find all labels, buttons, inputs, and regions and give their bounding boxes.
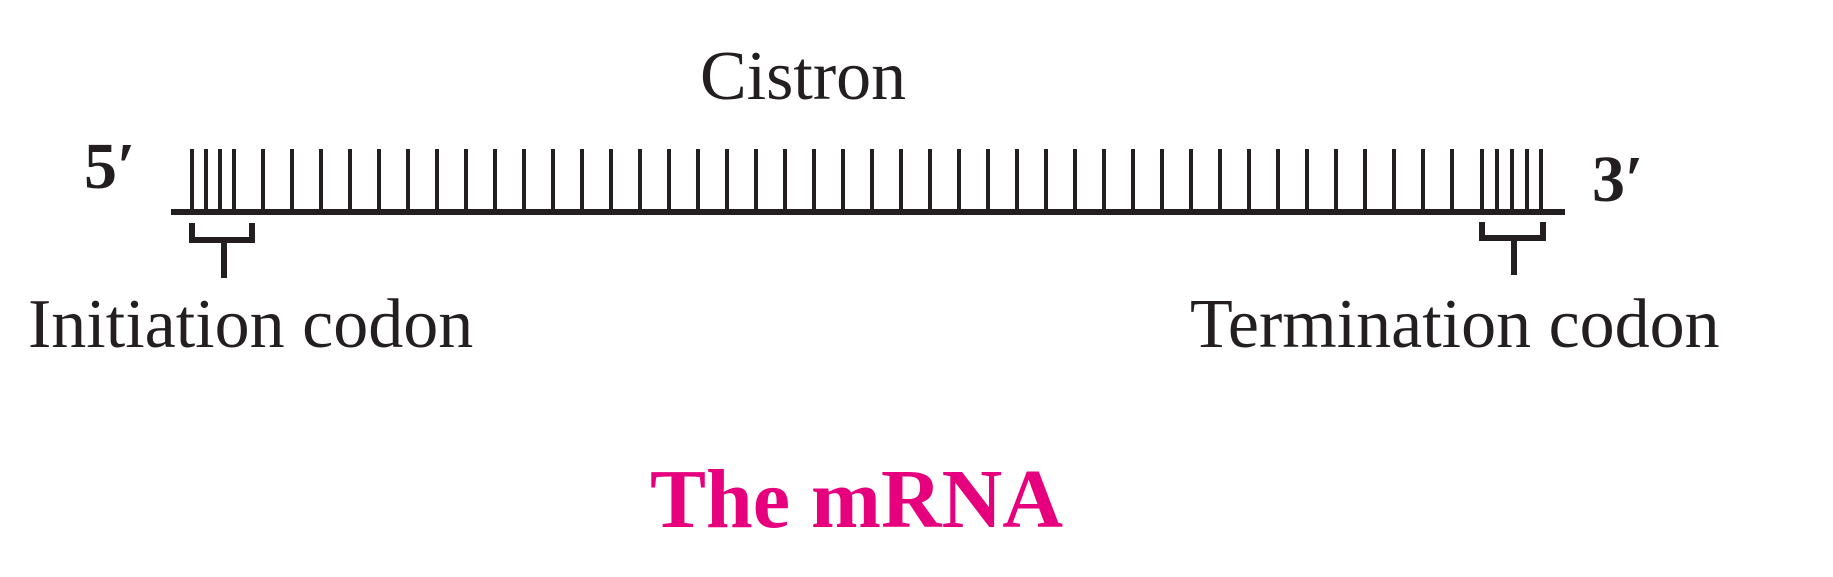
five-prime-end-label: 5′ xyxy=(84,130,136,203)
termination-codon-label: Termination codon xyxy=(1190,286,1720,363)
initiation-codon-label: Initiation codon xyxy=(28,286,474,363)
termination-codon-bracket xyxy=(1479,222,1546,275)
initiation-codon-bracket xyxy=(189,223,255,278)
diagram-title: The mRNA xyxy=(650,453,1063,546)
termination-codon-bracket-shape xyxy=(1479,222,1546,241)
cistron-label: Cistron xyxy=(700,38,907,115)
three-prime-end-label: 3′ xyxy=(1592,143,1644,216)
nucleotide-ticks xyxy=(190,149,1543,212)
initiation-codon-bracket-shape xyxy=(189,223,255,243)
